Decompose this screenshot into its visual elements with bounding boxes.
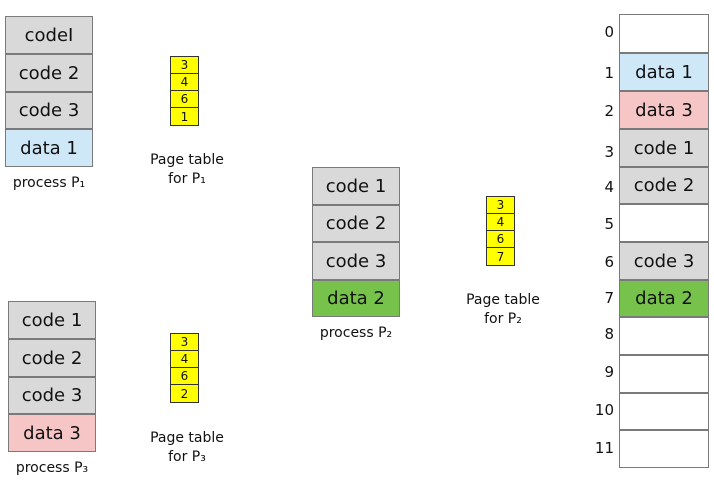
frame-number: 6 (604, 253, 614, 271)
frame-number: 5 (604, 215, 614, 233)
frame-3: code 1 (619, 129, 709, 167)
p2-pt-entry: 3 (487, 197, 514, 214)
frame-5 (619, 204, 709, 242)
p3-pt-entry: 6 (171, 368, 198, 385)
p2-pt-entry: 4 (487, 214, 514, 231)
caption-line: Page table (150, 152, 224, 168)
p3-pt-entry: 4 (171, 351, 198, 368)
caption-line: Page table (150, 430, 224, 446)
p2-code2-block: code 2 (312, 205, 400, 242)
p2-code1-block: code 1 (312, 167, 400, 205)
frame-number: 11 (594, 439, 614, 457)
frame-number: 3 (604, 143, 614, 161)
frame-number: 10 (594, 401, 614, 419)
frame-number: 4 (604, 178, 614, 196)
frame-number: 7 (604, 289, 614, 307)
frame-number: 2 (604, 102, 614, 120)
p1-code1-block: codeI (5, 16, 93, 54)
p1-code2-block: code 2 (5, 54, 93, 92)
caption-line: for P₁ (168, 171, 206, 187)
p2-code3-block: code 3 (312, 242, 400, 280)
caption-line: for P₃ (168, 449, 206, 465)
frame-0 (619, 14, 709, 53)
p1-pt-entry: 1 (180, 109, 189, 124)
frame-number: 8 (604, 325, 614, 343)
p3-pt-entry: 3 (171, 334, 198, 351)
page-table-p2-caption: Page table for P₂ (443, 291, 563, 329)
p3-code2-block: code 2 (8, 339, 96, 377)
p1-pt-entry: 4 (171, 74, 198, 91)
frame-number: 9 (604, 363, 614, 381)
process-p2-label: process P₂ (319, 325, 393, 341)
p2-pt-entry: 7 (496, 249, 505, 264)
frame-number: 1 (604, 64, 614, 82)
p2-data2-block: data 2 (312, 280, 400, 317)
frame-10 (619, 393, 709, 430)
frame-2: data 3 (619, 91, 709, 129)
page-table-p2: 3 4 6 7 (486, 196, 515, 266)
caption-line: Page table (466, 292, 540, 308)
p1-code3-block: code 3 (5, 92, 93, 129)
page-table-p1-caption: Page table for P₁ (127, 151, 247, 189)
p2-pt-entry: 6 (487, 231, 514, 248)
p1-data1-block: data 1 (5, 129, 93, 167)
p3-pt-entry: 2 (180, 386, 189, 401)
frame-11 (619, 430, 709, 468)
frame-6: code 3 (619, 242, 709, 280)
caption-line: for P₂ (484, 311, 522, 327)
page-table-p3: 3 4 6 2 (170, 333, 199, 403)
page-table-p3-caption: Page table for P₃ (127, 429, 247, 467)
p1-pt-entry: 3 (171, 57, 198, 74)
frame-4: code 2 (619, 167, 709, 204)
p3-code3-block: code 3 (8, 377, 96, 414)
frame-1: data 1 (619, 53, 709, 91)
p3-code1-block: code 1 (8, 301, 96, 339)
frame-9 (619, 355, 709, 393)
p1-pt-entry: 6 (171, 91, 198, 108)
process-p3-label: process P₃ (15, 460, 89, 476)
page-table-p1: 3 4 6 1 (170, 56, 199, 126)
frame-number: 0 (604, 23, 614, 41)
p3-data3-block: data 3 (8, 414, 96, 452)
frame-8 (619, 317, 709, 355)
frame-7: data 2 (619, 280, 709, 317)
process-p1-label: process P₁ (12, 175, 86, 191)
